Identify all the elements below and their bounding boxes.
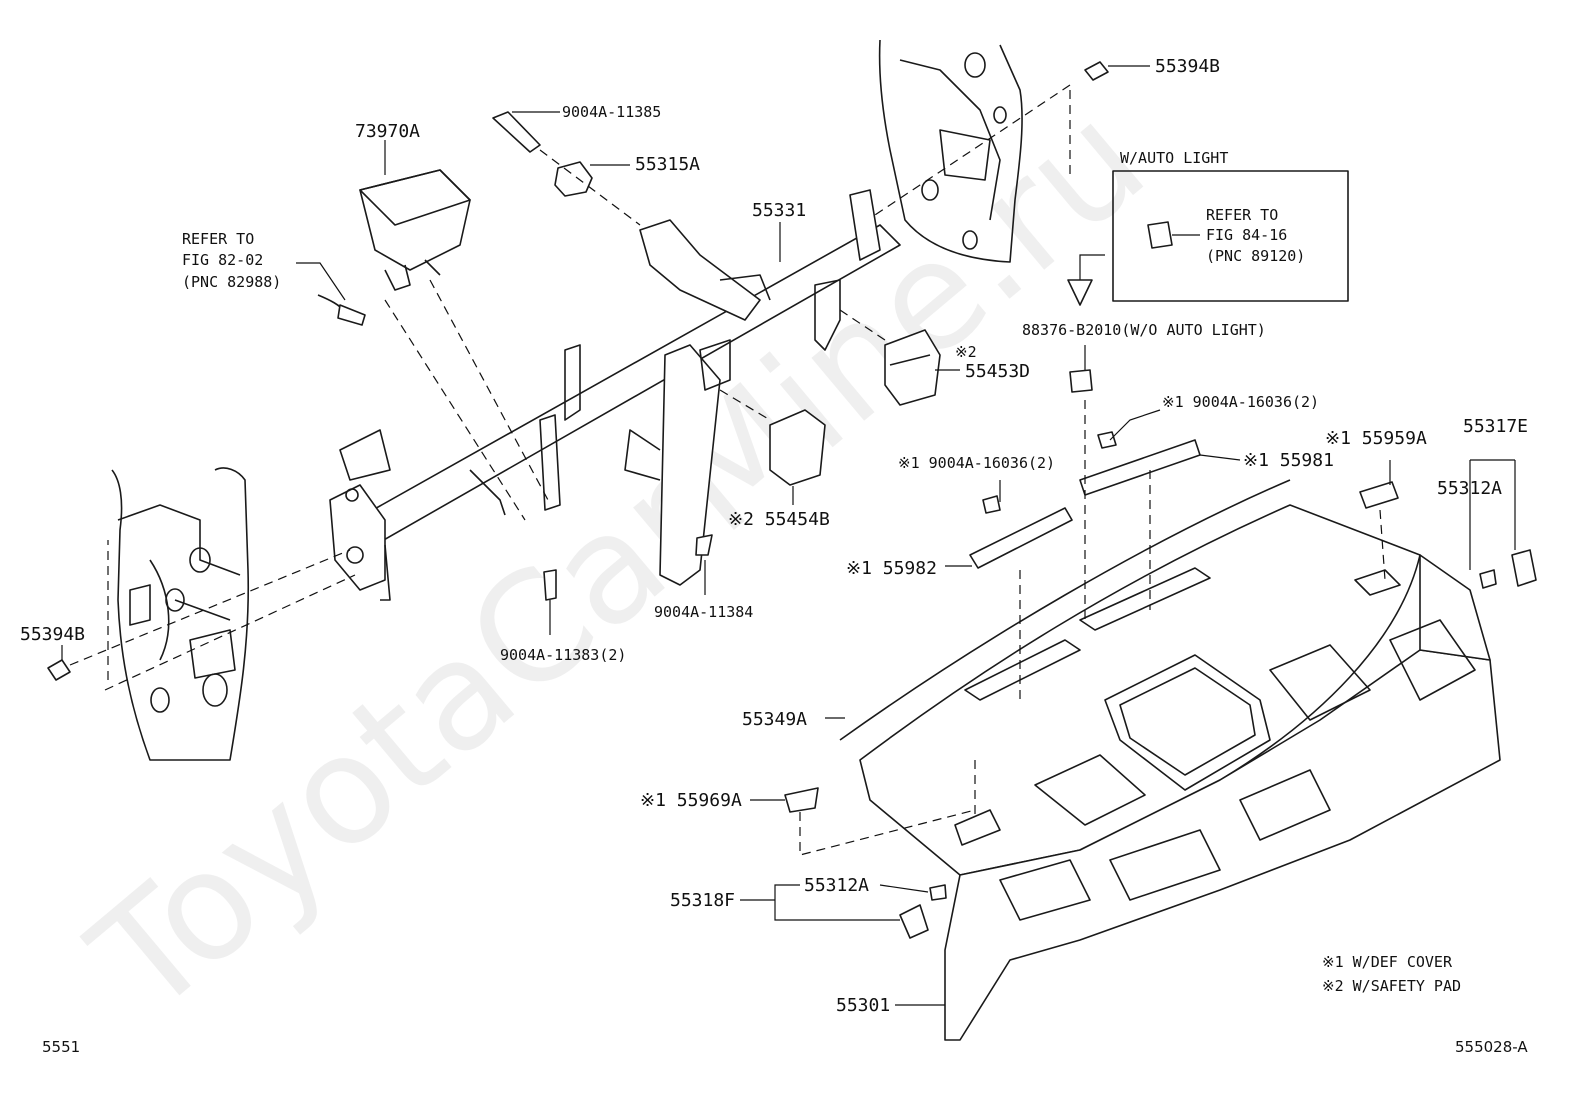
leader-lines xyxy=(61,65,1516,1006)
label-55982: ※1 55982 xyxy=(846,558,937,579)
bolt-9004a-11384 xyxy=(695,534,713,556)
label-88376: 88376-B2010(W/O AUTO LIGHT) xyxy=(1022,321,1266,339)
label-55981: ※1 55981 xyxy=(1243,450,1334,471)
page-code-left: 5551 xyxy=(42,1038,80,1056)
footnotes: ※1 W/DEF COVER ※2 W/SAFETY PAD xyxy=(1322,953,1461,995)
label-55317e: 55317E xyxy=(1463,416,1528,437)
refer-left-line-2: FIG 82-02 xyxy=(182,251,263,269)
cover-55959a xyxy=(1359,481,1399,509)
part-labels: 55394B 9004A-11385 73970A 55315A 55331 8… xyxy=(20,56,1528,1016)
label-55349a: 55349A xyxy=(742,709,807,730)
clip-88376 xyxy=(1069,369,1093,393)
label-55394b-top: 55394B xyxy=(1155,56,1220,77)
inset-refer-line-3: (PNC 89120) xyxy=(1206,247,1305,265)
passenger-airbag xyxy=(359,169,471,291)
assembly-lines xyxy=(69,84,1386,856)
refer-left-line-1: REFER TO xyxy=(182,230,254,248)
inset-frame xyxy=(1112,170,1349,302)
label-55453d: 55453D xyxy=(965,361,1030,382)
label-55315a: 55315A xyxy=(635,154,700,175)
label-9004a-11385: 9004A-11385 xyxy=(562,103,661,121)
label-55454b: ※2 55454B xyxy=(728,509,830,530)
label-73970a: 73970A xyxy=(355,121,420,142)
label-9004a-16036-mid: ※1 9004A-16036(2) xyxy=(898,454,1055,472)
label-55312a-bottom: 55312A xyxy=(804,875,869,896)
label-9004a-11383: 9004A-11383(2) xyxy=(500,646,626,664)
bolt-55394b-left xyxy=(47,659,71,681)
refer-left-line-3: (PNC 82988) xyxy=(182,273,281,291)
instrument-panel-55301 xyxy=(839,479,1501,1041)
note-1: ※1 W/DEF COVER xyxy=(1322,953,1453,971)
steering-column-cover-55453d xyxy=(884,329,941,406)
bolt-9004a-11383 xyxy=(543,569,557,601)
inset-auto-light: W/AUTO LIGHT REFER TO FIG 84-16 (PNC 891… xyxy=(1112,149,1349,302)
inset-title: W/AUTO LIGHT xyxy=(1120,149,1228,167)
note-2: ※2 W/SAFETY PAD xyxy=(1322,977,1461,995)
inset-refer-line-1: REFER TO xyxy=(1206,206,1278,224)
bolt-55394b-top xyxy=(1084,61,1109,81)
refer-note-left: REFER TO FIG 82-02 (PNC 82988) xyxy=(182,230,281,291)
label-9004a-16036-top: ※1 9004A-16036(2) xyxy=(1162,393,1319,411)
defroster-55981 xyxy=(1079,439,1201,496)
label-55969a: ※1 55969A xyxy=(640,790,742,811)
cover-55969a xyxy=(784,787,819,813)
label-55301: 55301 xyxy=(836,995,890,1016)
clip-55312a-right xyxy=(1479,549,1537,589)
label-9004a-11384: 9004A-11384 xyxy=(654,603,753,621)
bolt-9004a-16036-mid xyxy=(982,495,1001,514)
label-55394b-left: 55394B xyxy=(20,624,85,645)
bolt-9004a-16036-top xyxy=(1097,431,1117,449)
airbag-connector xyxy=(317,294,366,326)
bracket-55315a xyxy=(554,161,593,197)
page-code-right: 555028-A xyxy=(1455,1038,1528,1056)
label-55453d-mark: ※2 xyxy=(955,343,977,361)
label-55959a: ※1 55959A xyxy=(1325,428,1427,449)
clip-55312a-bottom xyxy=(899,884,947,939)
left-body-pillar xyxy=(111,467,250,761)
defroster-55982 xyxy=(969,507,1073,569)
right-body-pillar xyxy=(878,39,1023,263)
cover-55454b xyxy=(769,409,826,486)
label-55318f: 55318F xyxy=(670,890,735,911)
label-55312a-right: 55312A xyxy=(1437,478,1502,499)
inset-refer-line-2: FIG 84-16 xyxy=(1206,226,1287,244)
light-sensor-icon xyxy=(1147,221,1173,249)
label-55331: 55331 xyxy=(752,200,806,221)
bolt-9004a-11385 xyxy=(492,111,541,153)
weatherstrip-55349a xyxy=(839,479,1291,741)
instrument-panel-reinforcement xyxy=(329,189,901,601)
